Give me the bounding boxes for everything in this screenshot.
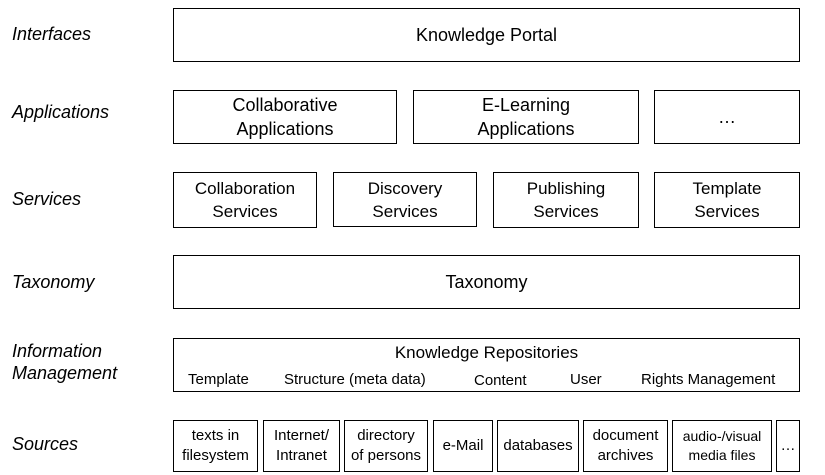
service-box-discovery: Discovery Services — [333, 172, 477, 227]
repository-item-content: Content — [474, 372, 527, 389]
source-box-document-archives: document archives — [583, 420, 668, 472]
application-label: Collaborative Applications — [232, 95, 338, 139]
repository-item-template: Template — [188, 371, 249, 388]
source-box-internet-intranet: Internet/ Intranet — [263, 420, 340, 472]
application-box-more: … — [654, 90, 800, 144]
knowledge-portal-label: Knowledge Portal — [415, 25, 558, 45]
source-label: directory of persons — [350, 427, 422, 464]
knowledge-repositories-box: Knowledge Repositories Template Structur… — [173, 338, 800, 392]
source-box-email: e-Mail — [433, 420, 493, 472]
service-label: Discovery Services — [367, 178, 443, 221]
knowledge-repositories-title: Knowledge Repositories — [394, 343, 579, 362]
service-box-collaboration: Collaboration Services — [173, 172, 317, 228]
source-label: Internet/ Intranet — [273, 427, 330, 464]
application-box-collaborative: Collaborative Applications — [173, 90, 397, 144]
source-label: databases — [503, 437, 573, 454]
source-label: e-Mail — [442, 437, 484, 454]
source-box-audio-visual-media-files: audio-/visual media files — [672, 420, 772, 472]
source-label: audio-/visual media files — [682, 428, 762, 463]
layer-label-sources: Sources — [12, 434, 79, 454]
source-box-directory-of-persons: directory of persons — [344, 420, 428, 472]
service-box-template: Template Services — [654, 172, 800, 228]
source-box-databases: databases — [497, 420, 579, 472]
repository-item-rights-management: Rights Management — [641, 371, 776, 388]
application-label: … — [718, 107, 736, 127]
source-label: texts in filesystem — [182, 427, 249, 464]
layer-label-interfaces: Interfaces — [12, 24, 92, 44]
layer-label-information-management: Information Management — [12, 341, 118, 383]
source-label: document archives — [592, 427, 659, 464]
repository-item-structure: Structure (meta data) — [284, 371, 426, 388]
source-box-more: … — [776, 420, 800, 472]
source-box-texts-in-filesystem: texts in filesystem — [173, 420, 258, 472]
layer-label-taxonomy: Taxonomy — [12, 272, 95, 292]
service-label: Publishing Services — [526, 179, 606, 221]
taxonomy-label: Taxonomy — [445, 272, 528, 292]
application-box-e-learning: E-Learning Applications — [413, 90, 639, 144]
layer-label-services: Services — [12, 189, 82, 209]
source-label: … — [780, 437, 796, 454]
service-label: Template Services — [692, 179, 762, 221]
layer-label-applications: Applications — [12, 102, 110, 122]
service-box-publishing: Publishing Services — [493, 172, 639, 228]
knowledge-portal-box: Knowledge Portal — [173, 8, 800, 62]
application-label: E-Learning Applications — [477, 95, 575, 139]
repository-item-user: User — [570, 371, 602, 388]
taxonomy-box: Taxonomy — [173, 255, 800, 309]
service-label: Collaboration Services — [194, 179, 296, 221]
